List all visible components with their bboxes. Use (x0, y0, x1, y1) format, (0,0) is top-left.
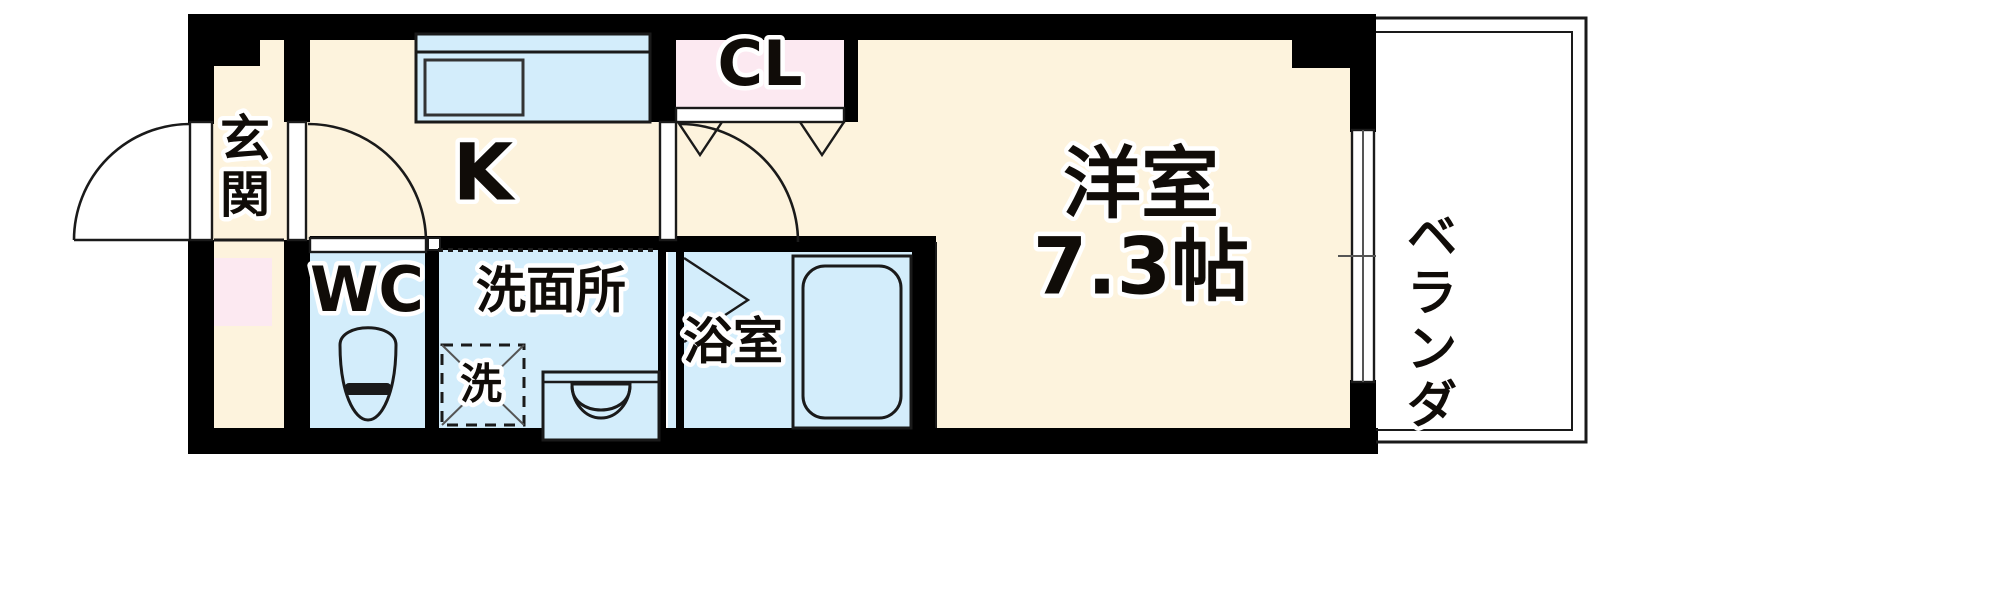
closet-fold-right (799, 121, 845, 158)
veranda-outline (1376, 16, 1588, 444)
washing-machine-box (440, 343, 526, 427)
label-veranda: ベランダ (1407, 208, 1457, 434)
veranda (1376, 16, 1588, 444)
wall-left-top (188, 14, 214, 124)
room-door-swing-arc (679, 122, 800, 243)
wall-left-lower (188, 240, 214, 440)
washing-machine-diag-2 (441, 344, 525, 426)
label-genkan: 玄関 (220, 110, 270, 224)
wc-door-panel (308, 236, 428, 254)
shoe-cabinet-floor (207, 258, 272, 326)
genkan-door-leaf (286, 120, 308, 242)
entrance-door-swing-arc (72, 122, 191, 241)
toilet-seat (338, 326, 398, 422)
toilet-bowl (338, 326, 398, 422)
label-closet: CL (717, 27, 802, 100)
label-washroom: 洗面所 (476, 262, 626, 320)
wall-top-right-notch (1292, 14, 1376, 68)
wall-top (188, 14, 1376, 40)
entrance-door[interactable] (72, 120, 214, 242)
closet-door[interactable] (674, 106, 846, 158)
western-room-floor-upper (936, 20, 1356, 440)
room-door-leaf (658, 120, 678, 242)
bathtub (791, 254, 913, 430)
kitchen-fixtures (414, 32, 652, 124)
washroom-door[interactable] (427, 237, 658, 252)
vanity-bowl-shape (570, 385, 632, 412)
wall-wet-top-3 (660, 236, 924, 252)
label-washing-machine: 洗 (460, 360, 502, 409)
bathtub-inner (801, 264, 903, 420)
kitchen-sink (423, 58, 525, 117)
wall-closet-right (844, 26, 858, 122)
wall-left-notch (188, 40, 260, 66)
wc-door[interactable] (308, 236, 428, 254)
label-western-room-size: 7.3帖 (1033, 222, 1249, 312)
room-labels: 玄関 K CL 洋室 7.3帖 WC 洗面所 浴室 洗 ベランダ (216, 23, 1462, 438)
closet-fold-left (677, 121, 723, 158)
wall-closet-left (650, 14, 676, 122)
genkan-kitchen-door[interactable] (286, 120, 428, 243)
wall-bath-left-2 (676, 236, 684, 440)
label-wc: WC (310, 253, 424, 326)
entrance-door-leaf (188, 120, 214, 242)
veranda-outline-inner (1376, 31, 1573, 431)
room-entry-door[interactable] (658, 120, 800, 243)
bath-door[interactable] (683, 256, 751, 344)
wall-bath-right (912, 236, 936, 440)
label-bathroom: 浴室 (683, 313, 783, 371)
wall-wc-washroom (425, 236, 439, 440)
vanity-basin (541, 370, 661, 442)
veranda-window[interactable] (1338, 128, 1376, 384)
wall-genkan-partition-lower (284, 240, 310, 440)
wall-room-right-bottom (1350, 380, 1376, 454)
bath-fold-arrow (683, 256, 751, 344)
wall-bath-left (658, 236, 666, 440)
wall-bottom-right (918, 428, 1378, 454)
washroom-door-panel (427, 237, 441, 251)
wall-wet-top-2 (428, 236, 660, 250)
genkan-door-swing-arc (307, 122, 428, 243)
toilet-tank (345, 383, 391, 395)
label-western-room: 洋室 (1063, 139, 1219, 229)
wall-genkan-partition (284, 14, 310, 122)
closet-door-track (674, 106, 846, 124)
label-kitchen: K (453, 128, 516, 218)
misc-lines (214, 238, 937, 428)
veranda-floor (1371, 18, 1586, 442)
washing-machine-slot (440, 343, 526, 427)
